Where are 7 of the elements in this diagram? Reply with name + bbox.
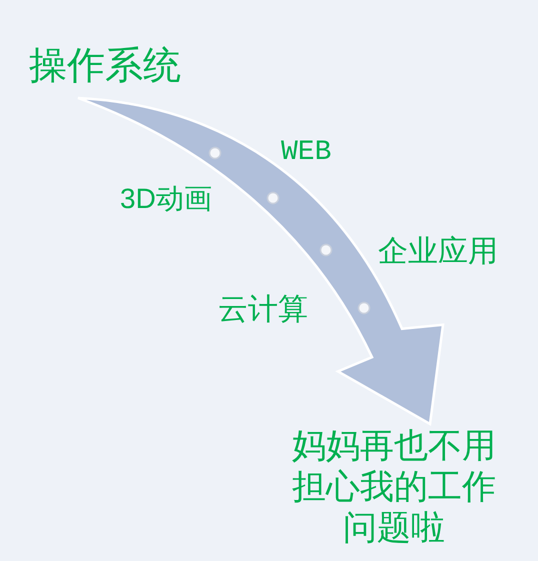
stage-label: 3D动画 [120,182,212,216]
stage-label: WEB [281,137,332,168]
stage-label: 云计算 [218,292,308,328]
stage-label: 企业应用 [378,234,498,270]
node-text: 操作系统 [10,44,200,90]
curved-arrow [76,96,444,426]
node-text: 妈妈再也不用担心我的工作问题啦 [280,426,508,548]
